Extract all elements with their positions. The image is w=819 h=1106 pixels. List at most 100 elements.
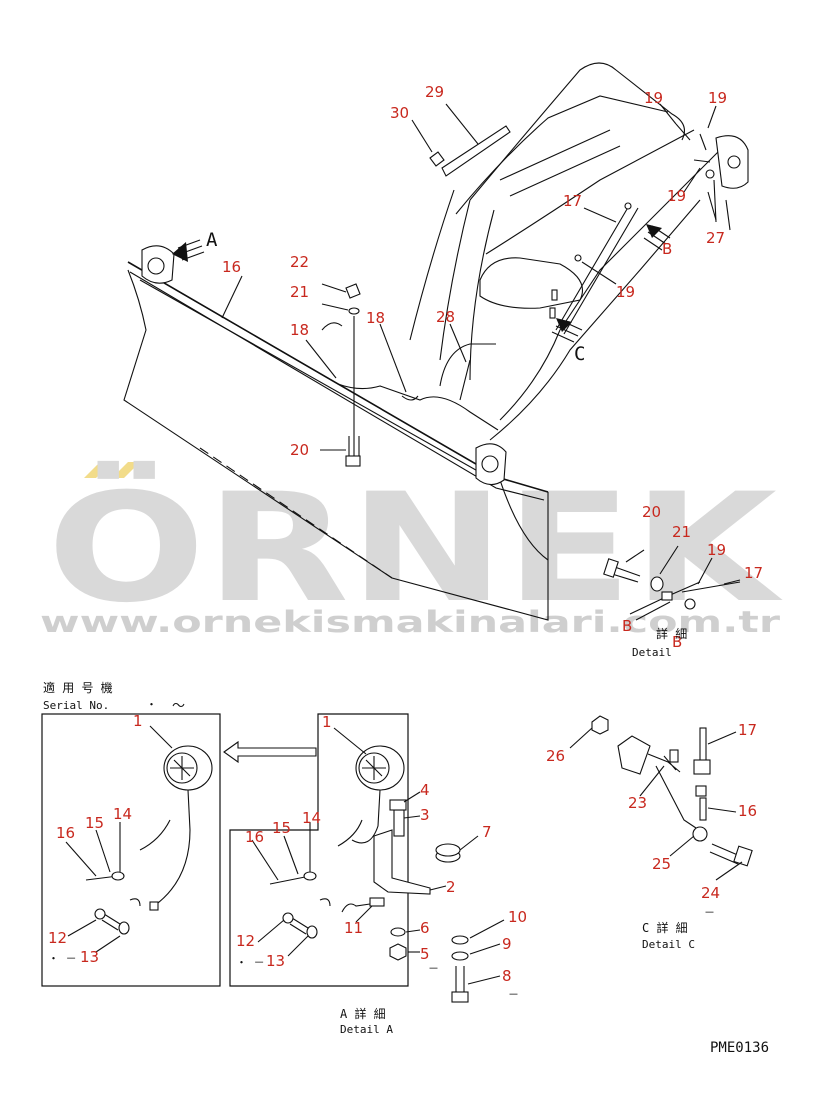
part-number: 19 (616, 283, 635, 301)
clip-small-a (319, 898, 331, 907)
clip-small (129, 898, 141, 907)
part-number: 30 (390, 104, 409, 122)
part-number: 19 (644, 89, 663, 107)
rod-16-c (699, 797, 707, 821)
watermark-url: www.ornekismakinalari.com.tr (40, 605, 781, 639)
drawing-code: PME0136 (710, 1040, 769, 1056)
part-number: 7 (482, 823, 492, 841)
part-number: 23 (628, 794, 647, 812)
part-number: 27 (706, 229, 725, 247)
frame-right-rail2 (489, 199, 701, 441)
bolt-12-a (289, 917, 309, 935)
nut-5 (389, 943, 407, 961)
clip-11-tab (369, 897, 385, 907)
part-number: 1 (133, 712, 143, 730)
detail-b-letter: B (672, 633, 682, 651)
part-number: 19 (667, 187, 686, 205)
lamp-lens-grid (170, 756, 194, 780)
bolt-12-head (94, 908, 106, 920)
part-number: 16 (738, 802, 757, 820)
detail-b-clip-block (661, 591, 673, 601)
serial-box-title: 適 用 号 機 (43, 680, 113, 695)
svg-text:A: A (206, 229, 218, 251)
part-number: 13 (80, 948, 99, 966)
washer-10 (451, 935, 469, 945)
detail-a: 1 16 15 14 4 3 7 2 11 6 5 10 9 8 12 13 ・… (229, 713, 527, 1036)
connector-14-a (303, 871, 317, 881)
clip-block-23 (669, 749, 679, 763)
part-19-clip-top (675, 123, 711, 163)
frame-pin-right (727, 155, 741, 169)
transfer-arrow (223, 740, 317, 764)
bolt-3 (393, 809, 405, 837)
connector-14 (111, 871, 125, 881)
part-20-bolt (348, 316, 360, 456)
part-number: 15 (85, 814, 104, 832)
bolt-24 (709, 843, 741, 865)
part-number: 17 (744, 564, 763, 582)
svg-text:C: C (574, 343, 585, 365)
part-number: 17 (563, 192, 582, 210)
main-assembly (123, 62, 749, 621)
part-28-bracket (439, 343, 496, 401)
frame-right-rail (499, 149, 721, 421)
part-number: 9 (502, 935, 512, 953)
part-number: 12 (48, 929, 67, 947)
part-number: 20 (642, 503, 661, 521)
part-number: 20 (290, 441, 309, 459)
clip-23 (647, 753, 681, 773)
cap-16-c (695, 785, 707, 797)
part-20-bolt-head (345, 455, 361, 467)
nut-4 (389, 799, 407, 811)
part-number: 5 (420, 945, 430, 963)
part-number: 14 (113, 805, 132, 823)
part-21-washer (348, 307, 360, 315)
callout-arrows: A B C (172, 224, 672, 365)
serial-sep: 〜 (172, 699, 185, 714)
lamp-cable-a (337, 789, 381, 847)
clip-19-rod2 (624, 202, 632, 210)
part-22-nut (345, 283, 361, 299)
serial-label: Serial No. (43, 699, 109, 712)
callout-arrow-c: C (551, 318, 585, 365)
dash-5: － (428, 962, 439, 975)
part-number: 10 (508, 908, 527, 926)
blade-curve (499, 479, 549, 561)
detail-c-dash: － (704, 906, 715, 919)
part-number: 28 (436, 308, 455, 326)
part-number: 16 (222, 258, 241, 276)
frame-arm-mid (455, 95, 669, 215)
part-29-bar (441, 125, 511, 177)
detail-a-jp: A 詳 細 (340, 1006, 386, 1021)
lamp-connector (149, 901, 159, 911)
lamp-cable (139, 789, 191, 907)
part-number: 12 (236, 932, 255, 950)
part-number: 6 (420, 919, 430, 937)
detail-b-collar (684, 598, 696, 610)
block-17-c (693, 759, 711, 775)
part-number: 16 (245, 828, 264, 846)
blade-top-edge-inner (129, 271, 545, 501)
clip-19-rod4 (549, 307, 556, 319)
spring-7b (435, 843, 461, 857)
bracket-23 (617, 735, 651, 775)
detail-b-en: Detail (632, 646, 672, 659)
part-number: 21 (290, 283, 309, 301)
frame-arm-lower (485, 129, 695, 255)
clip-19-rod3 (551, 289, 558, 301)
watermark-accent-right (112, 462, 140, 478)
part-18-clip-left (321, 322, 343, 331)
bracket-leg (707, 191, 731, 231)
clip-11 (341, 903, 371, 913)
serial-from: ・ (146, 698, 157, 711)
part-number: 4 (420, 781, 430, 799)
detail-b-washer (650, 576, 664, 592)
part-number: 25 (652, 855, 671, 873)
bolt-8 (455, 966, 465, 992)
bolt-12 (101, 913, 121, 931)
washer-25 (692, 826, 708, 842)
callout-arrow-a: A (172, 229, 218, 262)
washer-6 (390, 927, 406, 937)
blade-face (123, 269, 549, 621)
rod-17-c (699, 727, 707, 765)
